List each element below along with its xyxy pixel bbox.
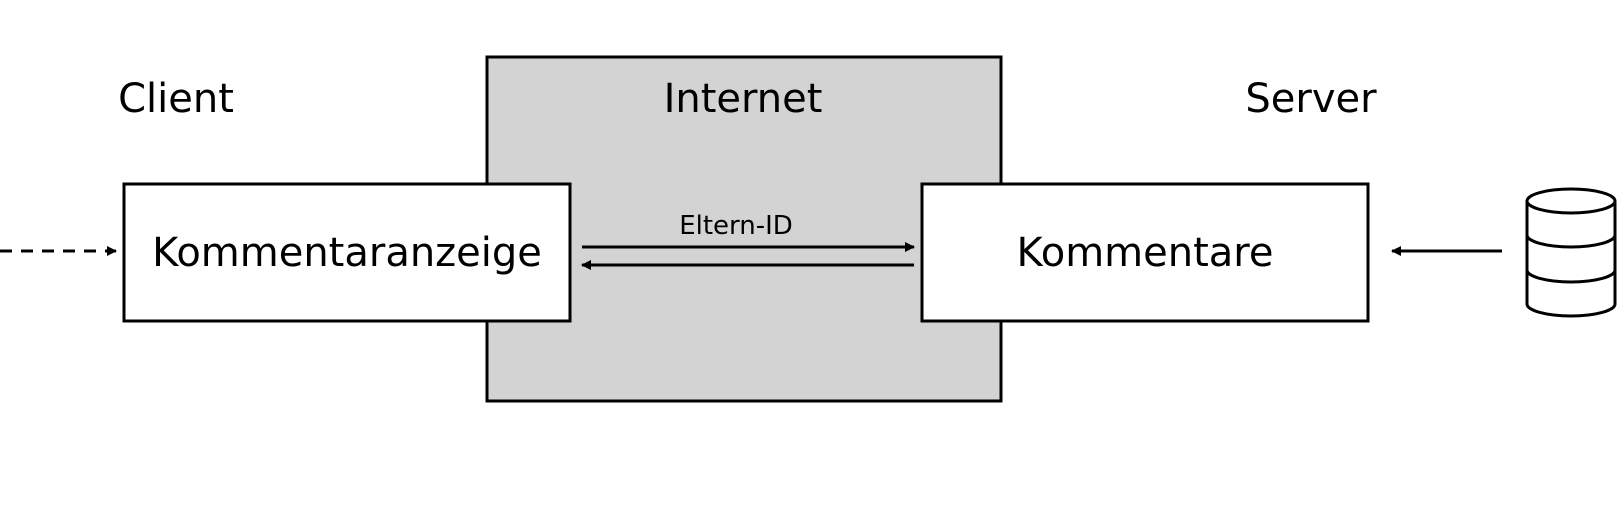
client-section-label: Client	[118, 76, 234, 122]
server-component-box	[920, 182, 1370, 323]
request-arrow-label: Eltern-ID	[679, 211, 793, 241]
server-component-label: Kommentare	[1017, 230, 1274, 276]
internet-zone	[485, 55, 1003, 403]
server-section-label: Server	[1245, 76, 1377, 122]
internet-section-label: Internet	[664, 76, 823, 122]
database-icon	[1525, 187, 1617, 318]
client-component-box	[122, 182, 572, 323]
client-component-label: Kommentaranzeige	[152, 230, 542, 276]
